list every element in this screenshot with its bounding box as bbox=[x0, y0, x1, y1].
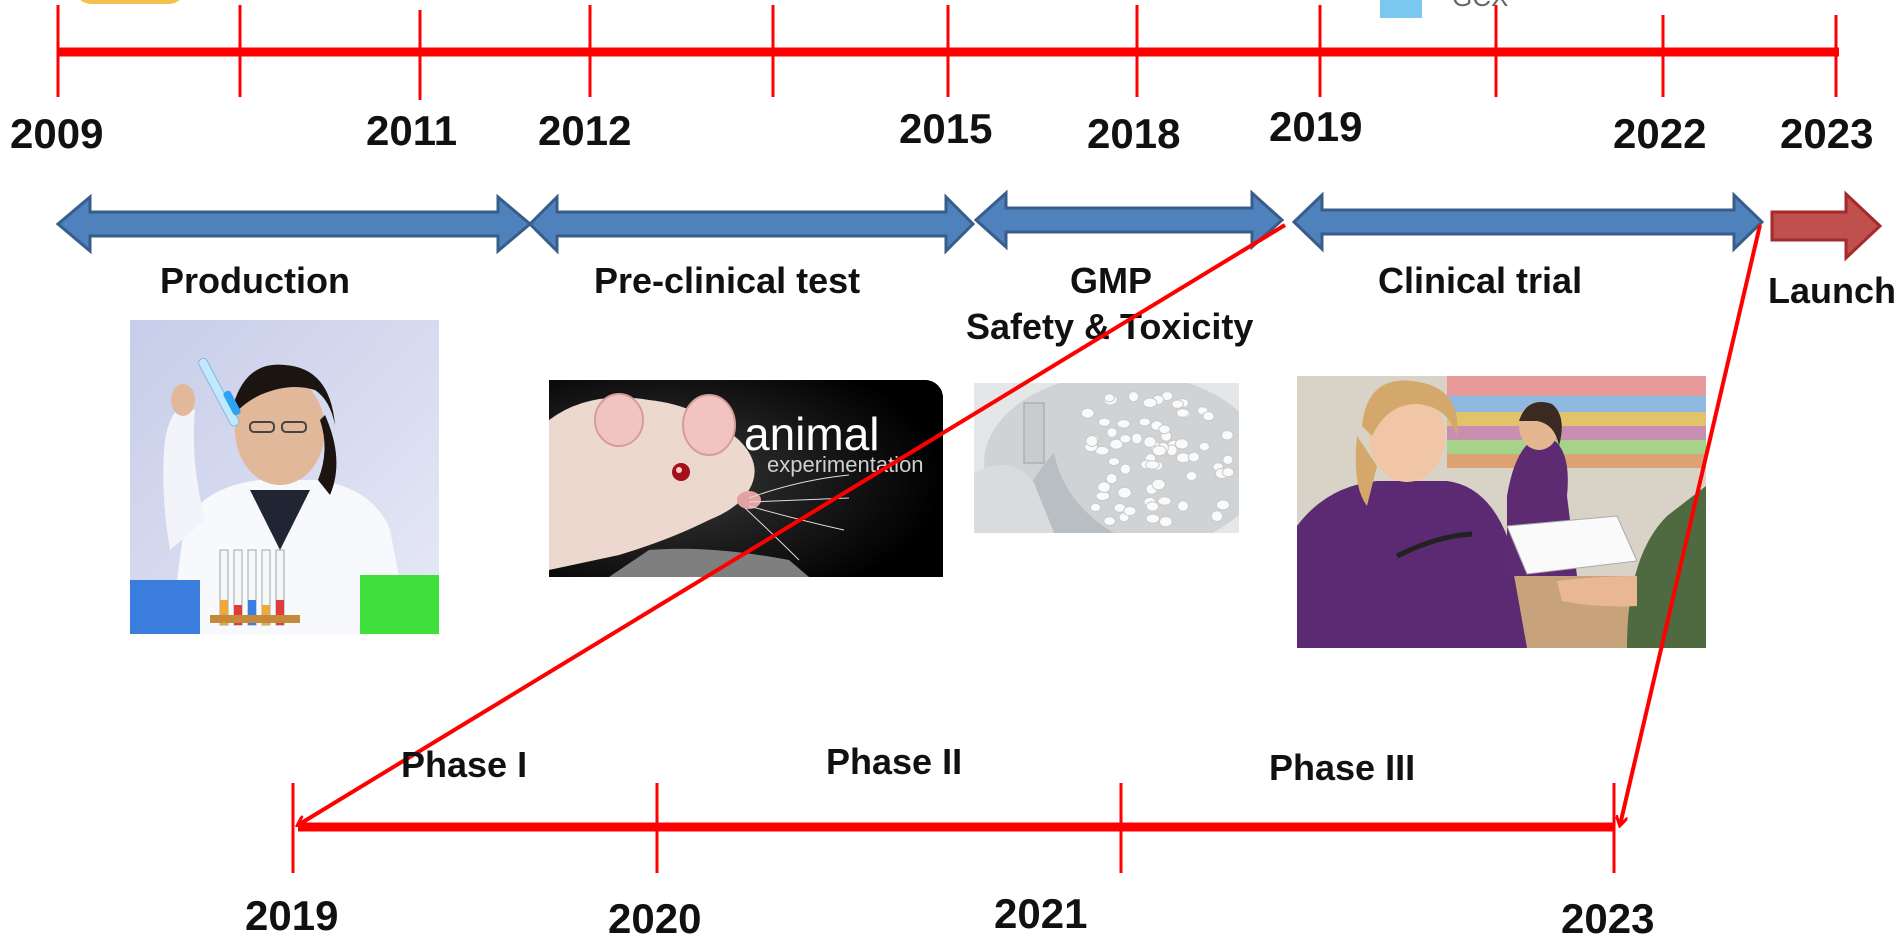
top-timeline-ticks bbox=[56, 5, 1838, 100]
gmp-label-line2: Safety & Toxicity bbox=[966, 306, 1254, 347]
pill-shape bbox=[1222, 467, 1235, 478]
pill-shape bbox=[1089, 502, 1102, 513]
gmp-photo bbox=[974, 383, 1239, 533]
production-photo bbox=[130, 320, 439, 634]
preclinical-label: Pre-clinical test bbox=[594, 260, 861, 301]
pill-shape bbox=[1103, 393, 1116, 403]
pill-shape bbox=[1145, 501, 1160, 512]
pill-shape bbox=[1202, 411, 1215, 422]
top-year-label: 2019 bbox=[1269, 103, 1363, 150]
pill-shape bbox=[1174, 438, 1189, 450]
phase-3-label: Phase III bbox=[1269, 747, 1416, 788]
pill-shape bbox=[1119, 434, 1132, 444]
pill-shape bbox=[1107, 457, 1121, 467]
clinical-label: Clinical trial bbox=[1378, 260, 1583, 301]
top-year-label: 2012 bbox=[538, 107, 632, 154]
pill-shape bbox=[1119, 463, 1132, 475]
pill-shape bbox=[1171, 399, 1184, 409]
pill-shape bbox=[1085, 435, 1099, 447]
pill-shape bbox=[1080, 407, 1095, 419]
pill-shape bbox=[1216, 499, 1230, 511]
pill-shape bbox=[1185, 471, 1198, 482]
pill-shape bbox=[1117, 486, 1132, 499]
top-right-logo-text: GCX bbox=[1452, 0, 1508, 13]
pill-shape bbox=[1159, 516, 1173, 528]
launch-label: Launch bbox=[1768, 270, 1897, 311]
clinical-photo bbox=[1297, 376, 1706, 648]
top-left-logo-fragment bbox=[75, 0, 185, 4]
bottom-timeline-ticks bbox=[291, 783, 1616, 873]
pill-shape bbox=[1175, 408, 1190, 418]
top-year-label: 2023 bbox=[1780, 110, 1874, 157]
pill-shape bbox=[1123, 505, 1137, 517]
pill-shape bbox=[1106, 427, 1118, 438]
bottom-year-label: 2019 bbox=[245, 892, 339, 939]
pill-shape bbox=[1105, 472, 1118, 485]
preclinical-photo: animal experimentation bbox=[549, 380, 943, 577]
pill-shape bbox=[1138, 417, 1151, 427]
top-year-label: 2009 bbox=[10, 110, 104, 157]
zoom-connector-right bbox=[1620, 224, 1762, 825]
gmp-double-arrow bbox=[973, 189, 1285, 251]
pill-shape bbox=[1097, 417, 1111, 427]
pill-shape bbox=[1198, 441, 1211, 452]
pill-shape bbox=[1222, 454, 1234, 466]
pill-shape bbox=[1109, 438, 1124, 450]
production-label: Production bbox=[160, 260, 350, 301]
pill-shape bbox=[1131, 432, 1143, 445]
pill-shape bbox=[1220, 430, 1234, 441]
top-year-label: 2011 bbox=[366, 107, 458, 154]
zoom-connector-left bbox=[298, 223, 1287, 825]
pill-shape bbox=[1210, 510, 1224, 523]
pill-shape bbox=[1145, 513, 1161, 524]
pill-shape bbox=[1177, 500, 1189, 512]
pill-shape bbox=[1151, 478, 1166, 491]
bottom-year-label: 2021 bbox=[994, 890, 1088, 937]
animal-title-text: animal bbox=[744, 408, 880, 460]
pill-shape bbox=[1103, 516, 1117, 526]
top-year-label: 2015 bbox=[899, 105, 993, 152]
animal-subtitle-text: experimentation bbox=[767, 452, 924, 477]
top-year-label: 2018 bbox=[1087, 110, 1181, 157]
pill-shape bbox=[1116, 419, 1131, 429]
gmp-label-line1: GMP bbox=[1070, 260, 1153, 301]
preclinical-double-arrow bbox=[527, 193, 976, 255]
phase-arrows bbox=[55, 189, 1883, 262]
top-timeline bbox=[56, 5, 1839, 100]
top-year-label: 2022 bbox=[1613, 110, 1707, 157]
pill-shape bbox=[1158, 424, 1171, 435]
phase-1-label: Phase I bbox=[401, 744, 528, 785]
pill-shape bbox=[1097, 481, 1111, 493]
pill-shape bbox=[1143, 436, 1157, 448]
bottom-year-label: 2023 bbox=[1561, 895, 1655, 942]
pill-shape bbox=[1145, 460, 1160, 470]
pill-shape bbox=[1187, 451, 1200, 463]
clinical-double-arrow bbox=[1291, 191, 1765, 253]
bottom-year-label: 2020 bbox=[608, 895, 702, 942]
pill-shape bbox=[1152, 445, 1167, 457]
launch-arrow bbox=[1770, 190, 1883, 262]
top-right-logo-fragment bbox=[1380, 0, 1422, 18]
pill-shape bbox=[1128, 391, 1140, 403]
pill-shape bbox=[1157, 496, 1172, 506]
pill-shape bbox=[1142, 397, 1158, 409]
phase-2-label: Phase II bbox=[826, 741, 963, 782]
